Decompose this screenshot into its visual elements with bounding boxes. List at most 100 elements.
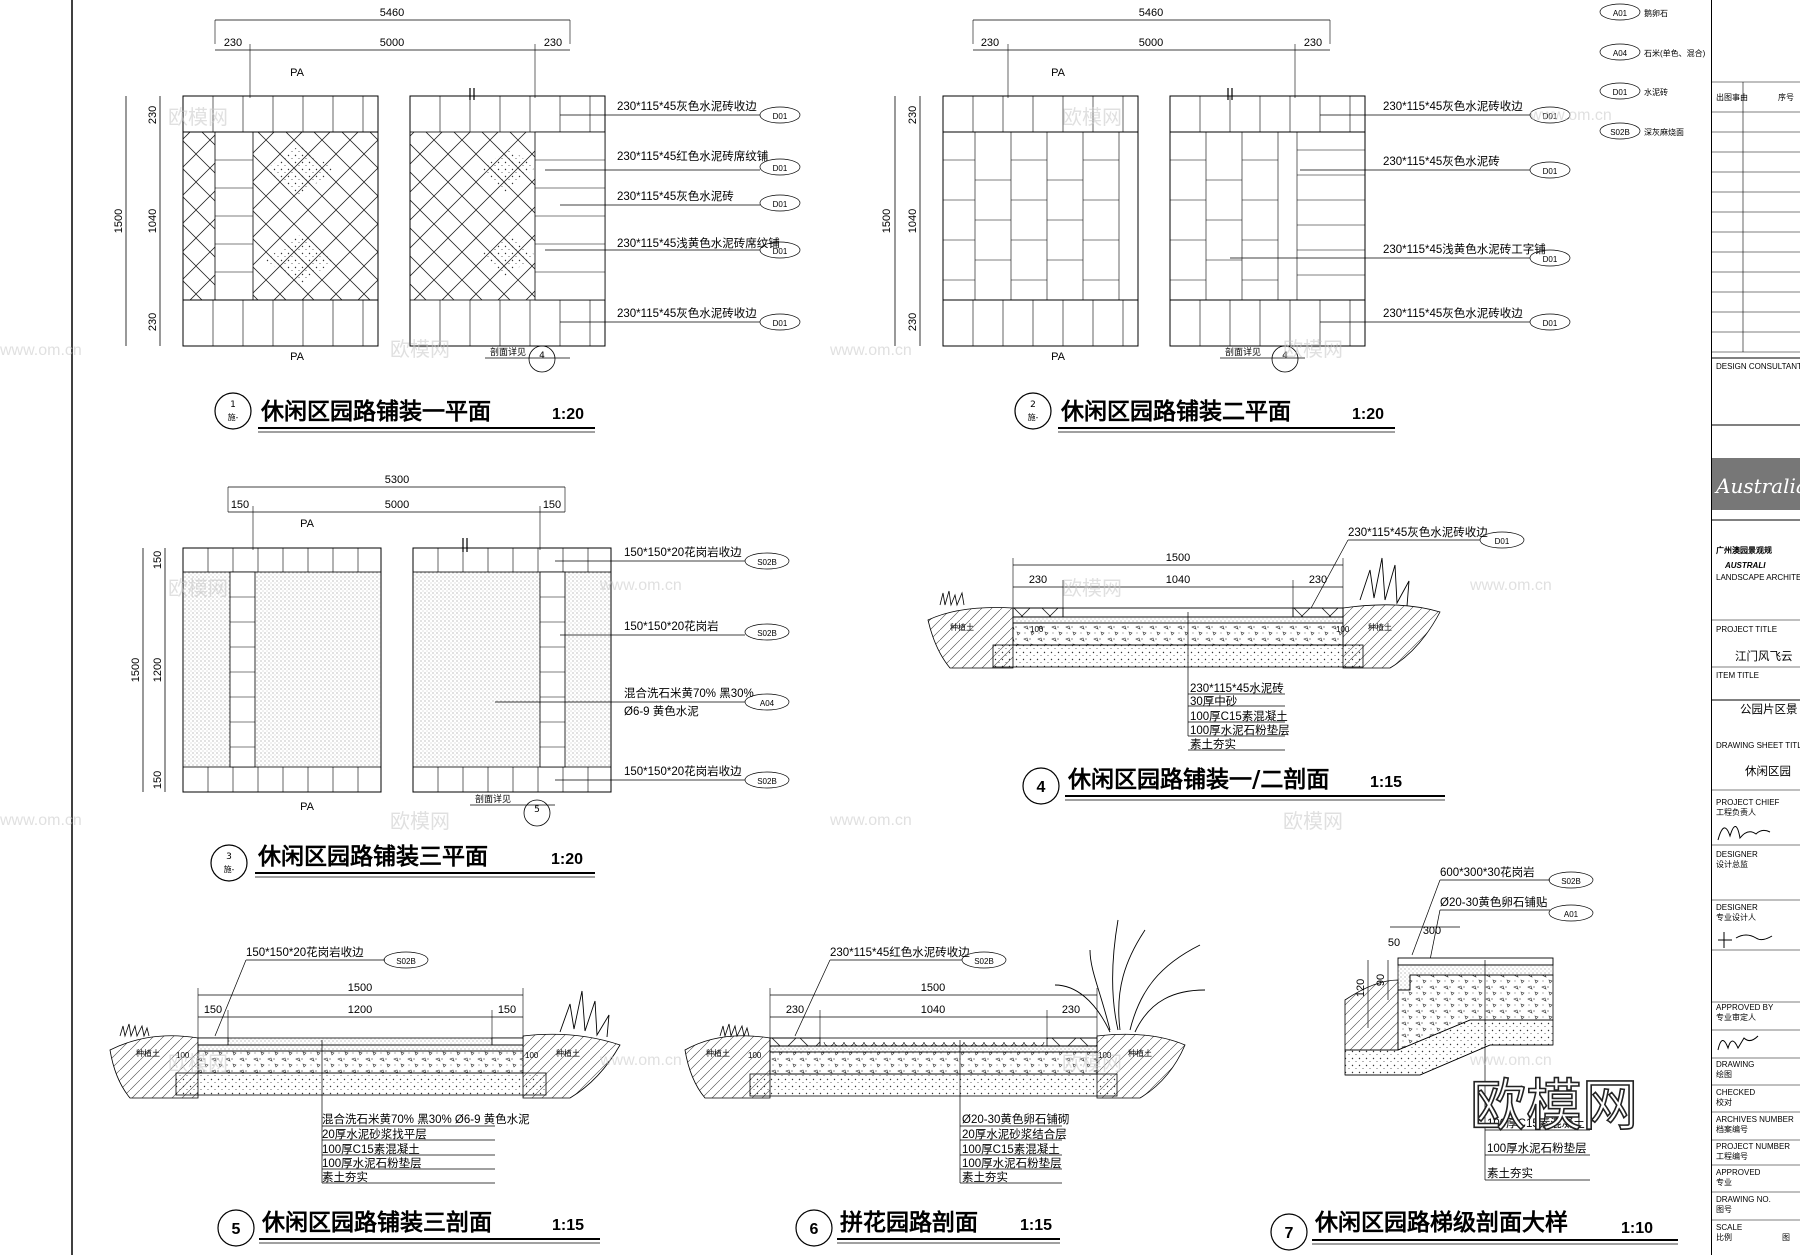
ref-number: 4	[539, 351, 545, 361]
watermark-url: www.om.cn	[829, 342, 912, 359]
scale-label: 1:20	[1352, 406, 1384, 423]
code-tag: D01	[773, 200, 788, 209]
note: 230*115*45灰色水泥砖收边	[1348, 525, 1488, 539]
note: 230*115*45灰色水泥砖收边	[1383, 99, 1523, 113]
code-tag: D01	[1543, 112, 1558, 121]
tb-design-consultant: DESIGN CONSULTANT	[1716, 362, 1800, 371]
code-tag: D01	[773, 112, 788, 121]
tb-label: DESIGNER	[1716, 850, 1758, 859]
soil-label: 种植土	[1128, 1048, 1152, 1058]
note: 230*115*45浅黄色水泥砖工字铺	[1383, 242, 1546, 256]
note: 230*115*45灰色水泥砖	[617, 189, 734, 203]
note: 100厚水泥石粉垫层	[1190, 723, 1290, 737]
dim-text: 230	[1304, 37, 1322, 49]
tb-company-en: AUSTRALI	[1724, 561, 1766, 570]
note: 100厚C15素混凝土	[1487, 1116, 1585, 1130]
code-tag: A01	[1564, 910, 1579, 919]
note: 150*150*20花岗岩收边	[624, 764, 742, 778]
code-tag: S02B	[396, 957, 416, 966]
dim-text: 1500	[881, 209, 893, 233]
company-logo: Australia	[1714, 474, 1800, 498]
soil-label: 种植土	[706, 1048, 730, 1058]
title-number: 4	[1037, 779, 1046, 796]
drawing-title: 休闲区园路梯级剖面大样	[1314, 1209, 1568, 1236]
tb-label: 专业	[1716, 1177, 1732, 1187]
tb-label: 比例	[1716, 1232, 1732, 1242]
note: 150*150*20花岗岩收边	[624, 545, 742, 559]
watermark-url: www.om.cn	[599, 577, 682, 594]
dim-text: 5000	[380, 37, 404, 49]
code-tag: D01	[1543, 319, 1558, 328]
note: 100厚C15素混凝土	[322, 1142, 420, 1156]
watermark-url: www.om.cn	[599, 1052, 682, 1069]
dim-text: 1040	[147, 209, 159, 233]
watermarks: 欧模网 欧模网 欧模网 欧模网 欧模网 欧模网 欧模网 欧模网 欧模网 欧模网	[168, 105, 1343, 1075]
note: 30厚中砂	[1190, 695, 1238, 708]
watermarks-url: www.om.cn www.om.cn www.om.cn www.om.cn …	[0, 107, 1612, 1069]
tb-label: APPROVED BY	[1716, 1003, 1774, 1012]
note: 20厚水泥砂浆结合层	[962, 1127, 1067, 1141]
dim-text: 150	[498, 1004, 516, 1016]
dim-text: 1200	[152, 658, 164, 682]
tb-label: PROJECT CHIEF	[1716, 798, 1780, 807]
tb-label: 绘图	[1716, 1069, 1732, 1079]
watermark-big: 欧模网	[1470, 1074, 1638, 1139]
tb-label: 工程编号	[1716, 1151, 1748, 1161]
dim-text: 230	[147, 106, 159, 124]
dim-text: 150	[204, 1004, 222, 1016]
dim-text: 230	[786, 1004, 804, 1016]
tb-label: DRAWING	[1716, 1060, 1754, 1069]
legend-text: 石米(单色、混合)	[1644, 48, 1706, 58]
legend-code: A01	[1613, 9, 1628, 18]
section-ref: 剖面详见	[490, 346, 526, 358]
note: Ø20-30黄色卵石铺贴	[1440, 895, 1548, 909]
dim-text: 1500	[348, 982, 372, 994]
pa-label: PA	[1051, 351, 1066, 363]
dim-text: 230	[544, 37, 562, 49]
drawing-title: 休闲区园路铺装二平面	[1060, 398, 1291, 425]
dim-text: 50	[1388, 937, 1400, 949]
note: 100厚水泥石粉垫层	[1487, 1141, 1587, 1155]
watermark-url: www.om.cn	[1529, 107, 1612, 124]
tb-label: 专业审定人	[1716, 1012, 1756, 1022]
soil-label: 种植土	[1368, 622, 1392, 632]
code-tag: S02B	[1561, 877, 1581, 886]
dim-text: 100	[1030, 625, 1044, 634]
tb-label: CHECKED	[1716, 1088, 1755, 1097]
title-number: 7	[1285, 1225, 1294, 1242]
dim-text: 100	[1098, 1051, 1112, 1060]
code-tag: S02B	[757, 558, 777, 567]
pa-label: PA	[300, 518, 315, 530]
watermark-text: 欧模网	[168, 105, 228, 129]
note: 230*115*45灰色水泥砖收边	[1383, 306, 1523, 320]
note: 230*115*45浅黄色水泥砖席纹铺	[617, 236, 780, 250]
watermark-url: www.om.cn	[0, 812, 82, 829]
drawing-title: 休闲区园路铺装一/二剖面	[1067, 766, 1329, 793]
drawing-title: 休闲区园路铺装三剖面	[261, 1209, 492, 1236]
tb-label: 图号	[1716, 1205, 1732, 1214]
drawing-title: 休闲区园路铺装三平面	[257, 843, 488, 870]
tb-label: DRAWING SHEET TITLE	[1716, 741, 1800, 750]
note: 素土夯实	[962, 1170, 1008, 1184]
section-7: 600*300*30花岗岩 S02B Ø20-30黄色卵石铺贴 A01 300 …	[1270, 865, 1678, 1251]
title-number: 6	[810, 1221, 819, 1238]
dim-text: 150	[231, 499, 249, 511]
dim-text: 230	[907, 106, 919, 124]
tb-company: 广州澳园景观规	[1716, 545, 1772, 555]
dim-text: 100	[176, 1051, 190, 1060]
ref-number: 4	[1282, 351, 1288, 361]
drawing-title: 拼花园路剖面	[840, 1209, 978, 1236]
note: 100厚水泥石粉垫层	[322, 1156, 422, 1170]
note: 230*115*45红色水泥砖收边	[830, 945, 970, 959]
note: 100厚C15素混凝土	[962, 1142, 1060, 1156]
tb-label: DESIGNER	[1716, 903, 1758, 912]
watermark-url: www.om.cn	[829, 812, 912, 829]
watermark-text: 欧模网	[1062, 1051, 1122, 1075]
note: 230*115*45灰色水泥砖收边	[617, 99, 757, 113]
code-tag: A04	[760, 699, 775, 708]
tb-label: PROJECT TITLE	[1716, 625, 1777, 634]
code-tag: D01	[773, 247, 788, 256]
soil-label: 种植土	[950, 622, 974, 632]
dim-text: 1040	[921, 1004, 945, 1016]
note: 混合洗石米黄70% 黑30%	[624, 686, 754, 700]
